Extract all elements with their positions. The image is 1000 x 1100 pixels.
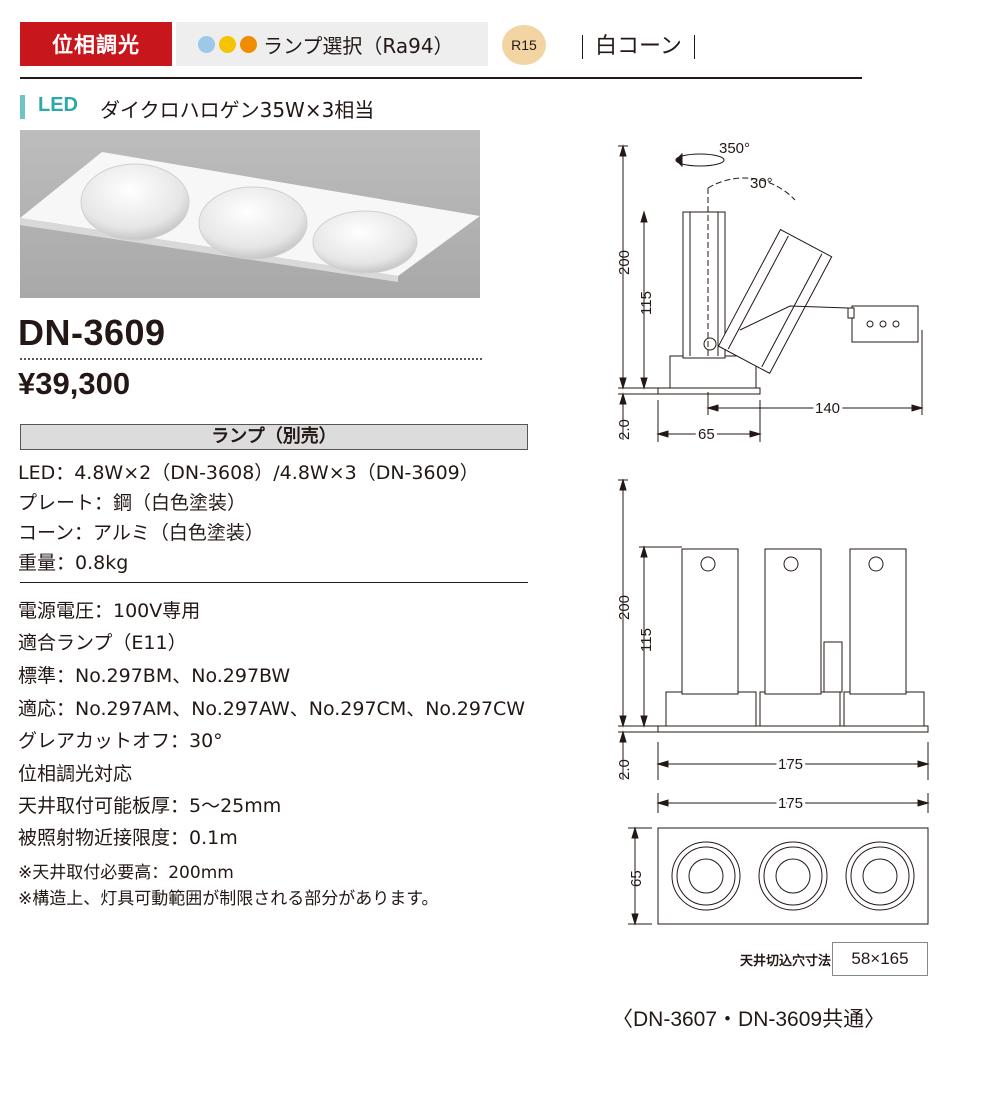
front-view: 200 115 2.0 175 [616,478,930,780]
lamp-color-dot-cool [198,35,215,53]
rotation-angle: 350° [719,140,750,157]
led-label: LED [38,94,78,116]
spec-line: プレート：鋼（白色塗装） [18,492,247,514]
model-number: DN-3609 [18,312,166,353]
lamp-color-dot-warm [240,35,257,53]
lamp-section-header: ランプ（別売） [20,424,528,450]
product-photo [20,130,480,298]
front-width-175: 175 [778,756,803,773]
front-height-115: 115 [638,628,655,652]
note-line: ※構造上、灯具可動範囲が制限される部分があります。 [18,889,439,909]
led-accent-bar [20,95,25,119]
dimming-tag: 位相調光 [20,22,172,66]
top-view: 175 65 [628,792,930,926]
spec-line: 適合ランプ（E11） [18,632,187,654]
side-height-200: 200 [616,250,633,275]
note-line: ※天井取付必要高：200mm [18,863,234,883]
side-width-140: 140 [815,400,840,417]
side-width-65: 65 [698,426,715,443]
side-view: 350° 30° 200 115 2.0 140 65 [616,140,924,446]
side-height-115: 115 [638,291,655,315]
spec-divider [20,582,528,583]
spec-line: 天井取付可能板厚：5〜25mm [18,795,282,817]
spec-line: 電源電圧：100V専用 [18,600,201,622]
led-equivalent: ダイクロハロゲン35W×3相当 [100,98,375,122]
top-depth-65: 65 [628,870,645,887]
lamp-select-label: ランプ選択（Ra94） [263,33,454,58]
lamp-color-dot-neutral [219,35,236,53]
dotted-divider [20,358,482,360]
spec-line: 被照射物近接限度：0.1m [18,827,238,849]
lamp-select-box: ランプ選択（Ra94） [176,22,488,66]
cutout-size: 58×165 [832,942,928,976]
cutout-label: 天井切込穴寸法 [740,954,832,969]
spec-line: グレアカットオフ：30° [18,730,223,752]
tilt-angle: 30° [750,175,773,192]
spec-line: コーン：アルミ（白色塗装） [18,522,264,544]
price: ¥39,300 [18,366,131,401]
cone-label: 白コーン [595,34,682,59]
r15-badge: R15 [502,25,546,65]
spec-line: 重量：0.8kg [18,552,129,574]
common-models-note: 〈DN-3607・DN-3609共通〉 [612,1008,886,1031]
front-plate-thickness: 2.0 [616,759,633,780]
dimension-drawings: 350° 30° 200 115 2.0 140 65 200 [616,140,930,926]
side-plate-thickness: 2.0 [616,419,633,440]
spec-line: 標準：No.297BM、No.297BW [18,665,291,687]
header-divider [20,77,862,79]
front-height-200: 200 [616,595,633,620]
spec-line: 適応：No.297AM、No.297AW、No.297CM、No.297CW [18,698,526,720]
spec-line: 位相調光対応 [18,763,133,785]
spec-line: LED：4.8W×2（DN-3608）/4.8W×3（DN-3609） [18,462,479,484]
cone-type: 白コーン [570,28,707,60]
top-width-175: 175 [778,795,803,812]
